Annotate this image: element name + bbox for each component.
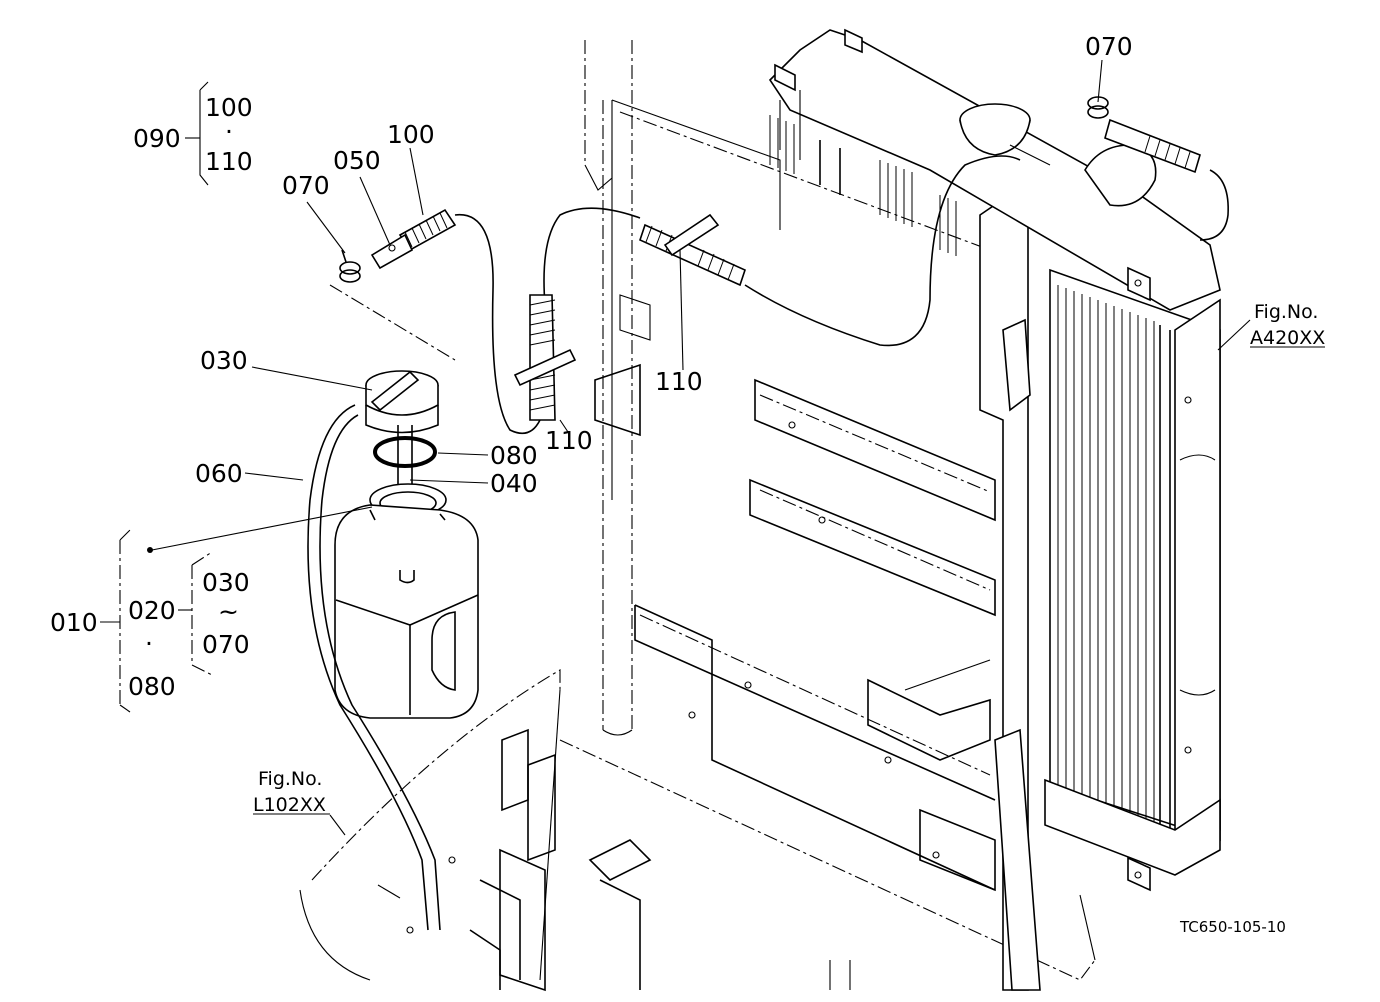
label-100: 100: [387, 120, 435, 149]
pipe-050: [370, 233, 414, 270]
label-110-lower: 110: [545, 426, 593, 455]
label-040: 040: [490, 469, 538, 498]
frame-fig-label: Fig.No.: [258, 768, 322, 790]
top-tank-hatching: [769, 115, 957, 256]
label-070-right: 070: [1085, 32, 1133, 61]
spring-protector-right: [1104, 118, 1201, 174]
leader-lines: [100, 59, 1325, 836]
radiator-fig-label: Fig.No.: [1254, 301, 1318, 323]
tank-cap-030: [365, 370, 439, 434]
drawing-code: TC650-105-10: [1179, 918, 1286, 936]
label-010: 010: [50, 608, 98, 637]
label-050: 050: [333, 146, 381, 175]
hose-060: [307, 404, 441, 931]
label-010-080: 080: [128, 672, 176, 701]
radiator-fig-number: A420XX: [1250, 327, 1325, 349]
spring-protector-vertical: [513, 294, 577, 421]
label-030: 030: [200, 346, 248, 375]
label-060: 060: [195, 459, 243, 488]
frame-fig-number: L102XX: [253, 794, 326, 816]
reserve-tank-010: [334, 483, 479, 719]
part-labels: 090 100 · 110 070 050 100 070 030 060 08…: [50, 32, 1325, 936]
label-070-left: 070: [282, 171, 330, 200]
label-090: 090: [133, 124, 181, 153]
label-020-tilde: ~: [218, 597, 239, 626]
radiator-core-fins: [1057, 285, 1155, 826]
label-010-dot: ·: [145, 629, 153, 658]
frame-structure: [299, 40, 1096, 992]
center-post: [979, 199, 1041, 991]
clip-070-left: [339, 249, 361, 283]
radiator: [768, 28, 1221, 892]
spring-protector-diagonal: [639, 213, 746, 287]
label-110-upper: 110: [655, 367, 703, 396]
label-080: 080: [490, 441, 538, 470]
o-ring-080: [373, 436, 437, 468]
label-010-020: 020: [128, 596, 176, 625]
label-020-070: 070: [202, 630, 250, 659]
label-090-bottom: 110: [205, 147, 253, 176]
label-090-top: 100: [205, 93, 253, 122]
overflow-hose: [454, 155, 1229, 435]
label-090-dot: ·: [225, 117, 233, 146]
label-020-030: 030: [202, 568, 250, 597]
